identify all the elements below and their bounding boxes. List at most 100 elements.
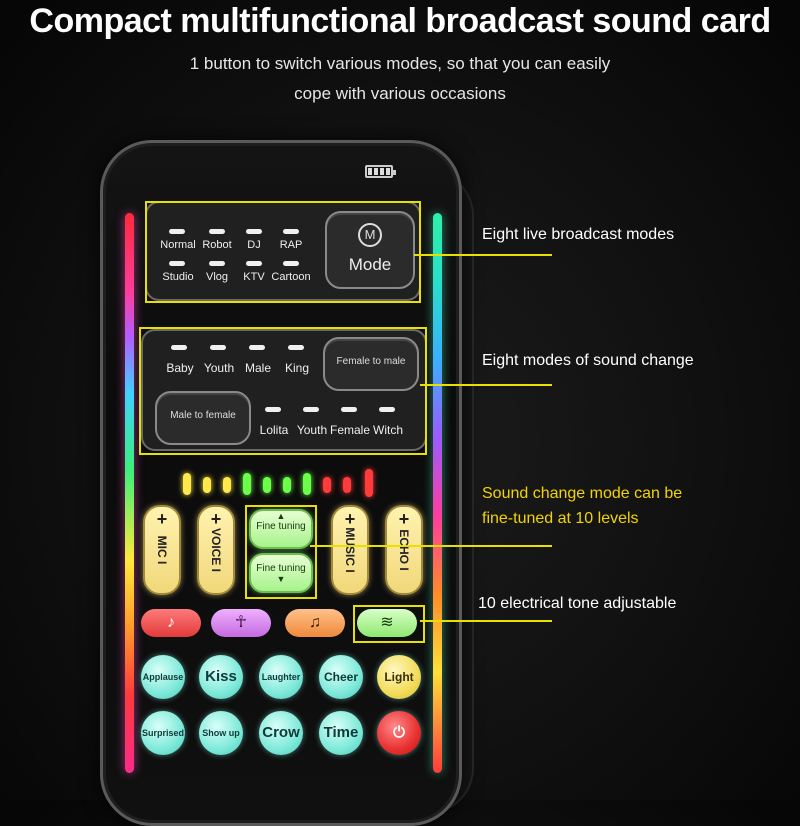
male-to-female-button[interactable]: Male to female <box>155 391 251 445</box>
time-button[interactable]: Time <box>319 711 363 755</box>
voice-led <box>379 407 395 412</box>
male-to-female-label: Male to female <box>170 410 236 421</box>
voice-label: King <box>284 361 310 375</box>
headline: Compact multifunctional broadcast sound … <box>29 2 771 40</box>
callout-sound-change: Eight modes of sound change <box>482 352 694 369</box>
rgb-light-strip-right <box>433 213 442 773</box>
callout-line-1 <box>414 254 552 256</box>
slider-label: VOICE I <box>209 527 223 572</box>
headset-icon: ♫ <box>309 614 321 631</box>
voice-label: Baby <box>166 361 194 375</box>
slider-plus: + <box>398 509 410 529</box>
slider-label: ECHO I <box>397 529 411 571</box>
slider-plus: + <box>156 509 168 529</box>
voice-label: Female <box>329 423 370 437</box>
subtitle-line-1: 1 button to switch various modes, so tha… <box>189 54 611 73</box>
callout-line-4 <box>420 620 552 622</box>
music-note-icon: ♪ <box>167 614 175 631</box>
callout-line-2 <box>420 384 552 386</box>
vu-led <box>365 469 373 497</box>
mode-led <box>246 229 262 234</box>
mode-led <box>246 261 262 266</box>
echo-volume-slider[interactable]: + ECHO I <box>385 505 423 595</box>
vu-led <box>343 477 351 493</box>
broadcast-mode-panel: Normal Robot DJ RAP Studio Vlog KTV Cart… <box>145 201 421 301</box>
callout-line-3 <box>310 545 552 547</box>
slider-plus: + <box>344 509 356 529</box>
voice-label: Youth <box>296 423 328 437</box>
voice-led <box>303 407 319 412</box>
voice-led <box>210 345 226 350</box>
highlight-box-broadcast <box>145 201 421 303</box>
dancer-icon: ☥ <box>235 614 247 631</box>
female-to-male-button[interactable]: Female to male <box>323 337 419 391</box>
dance-effect-button[interactable]: ☥ <box>211 609 271 637</box>
laughter-button[interactable]: Laughter <box>259 655 303 699</box>
mic-volume-slider[interactable]: + MIC I <box>143 505 181 595</box>
voice-led <box>249 345 265 350</box>
power-icon: ⏻ <box>393 724 405 741</box>
voice-led <box>341 407 357 412</box>
mode-led <box>283 261 299 266</box>
up-arrow-icon: ▲ <box>276 511 286 521</box>
music-effect-button[interactable]: ♪ <box>141 609 201 637</box>
vu-led <box>303 473 311 495</box>
voice-led <box>171 345 187 350</box>
kiss-button[interactable]: Kiss <box>199 655 243 699</box>
show-up-button[interactable]: Show up <box>199 711 243 755</box>
voice-volume-slider[interactable]: + VOICE I <box>197 505 235 595</box>
surprised-button[interactable]: Surprised <box>141 711 185 755</box>
sound-card-device: Normal Robot DJ RAP Studio Vlog KTV Cart… <box>100 140 462 826</box>
mode-label: Cartoon <box>271 271 311 283</box>
vu-led <box>183 473 191 495</box>
crow-button[interactable]: Crow <box>259 711 303 755</box>
fine-tuning-label: Fine tuning <box>256 521 306 532</box>
mode-led <box>169 229 185 234</box>
voice-label: Lolita <box>259 423 289 437</box>
voice-led <box>288 345 304 350</box>
headset-effect-button[interactable]: ♫ <box>285 609 345 637</box>
voice-label: Witch <box>373 423 403 437</box>
fine-tuning-up-button[interactable]: ▲ Fine tuning <box>249 509 313 549</box>
music-volume-slider[interactable]: + MUSIC I <box>331 505 369 595</box>
down-arrow-icon: ▼ <box>276 574 286 584</box>
voice-label: Youth <box>203 361 235 375</box>
fine-tuning-down-button[interactable]: Fine tuning ▼ <box>249 553 313 593</box>
waveform-icon: ≋ <box>380 614 394 631</box>
mode-led <box>209 261 225 266</box>
vu-led <box>203 477 211 493</box>
mode-label: Studio <box>162 271 194 283</box>
slider-plus: + <box>210 509 222 529</box>
light-button[interactable]: Light <box>377 655 421 699</box>
mode-label: DJ <box>247 239 261 251</box>
voice-led <box>265 407 281 412</box>
rgb-light-strip-left <box>125 213 134 773</box>
fine-tuning-label: Fine tuning <box>256 563 306 574</box>
callout-fine-tune-line1: Sound change mode can be <box>482 485 683 502</box>
vu-led <box>243 473 251 495</box>
slider-label: MUSIC I <box>343 527 357 573</box>
mode-label: Normal <box>160 239 196 251</box>
applause-button[interactable]: Applause <box>141 655 185 699</box>
vu-led <box>263 477 271 493</box>
highlight-box-tone <box>353 605 425 643</box>
subtitle-line-2: cope with various occasions <box>294 84 506 103</box>
highlight-box-fine-tuning <box>245 505 317 599</box>
highlight-box-voice <box>139 327 427 455</box>
power-button[interactable]: ⏻ <box>377 711 421 755</box>
voice-label: Male <box>244 361 271 375</box>
mode-led <box>283 229 299 234</box>
mode-label: KTV <box>243 271 265 283</box>
callout-broadcast-modes: Eight live broadcast modes <box>482 226 675 243</box>
mode-led <box>209 229 225 234</box>
mode-led <box>169 261 185 266</box>
battery-icon <box>365 165 396 178</box>
voice-change-panel: Baby Youth Male King Female to male Male… <box>141 329 427 451</box>
mode-label: Vlog <box>205 271 229 283</box>
mode-label: Robot <box>202 239 232 251</box>
mode-button-label: Mode <box>348 255 392 274</box>
mode-button[interactable]: M Mode <box>325 211 415 289</box>
tone-effect-button[interactable]: ≋ <box>357 609 417 637</box>
slider-label: MIC I <box>155 535 169 565</box>
cheer-button[interactable]: Cheer <box>319 655 363 699</box>
